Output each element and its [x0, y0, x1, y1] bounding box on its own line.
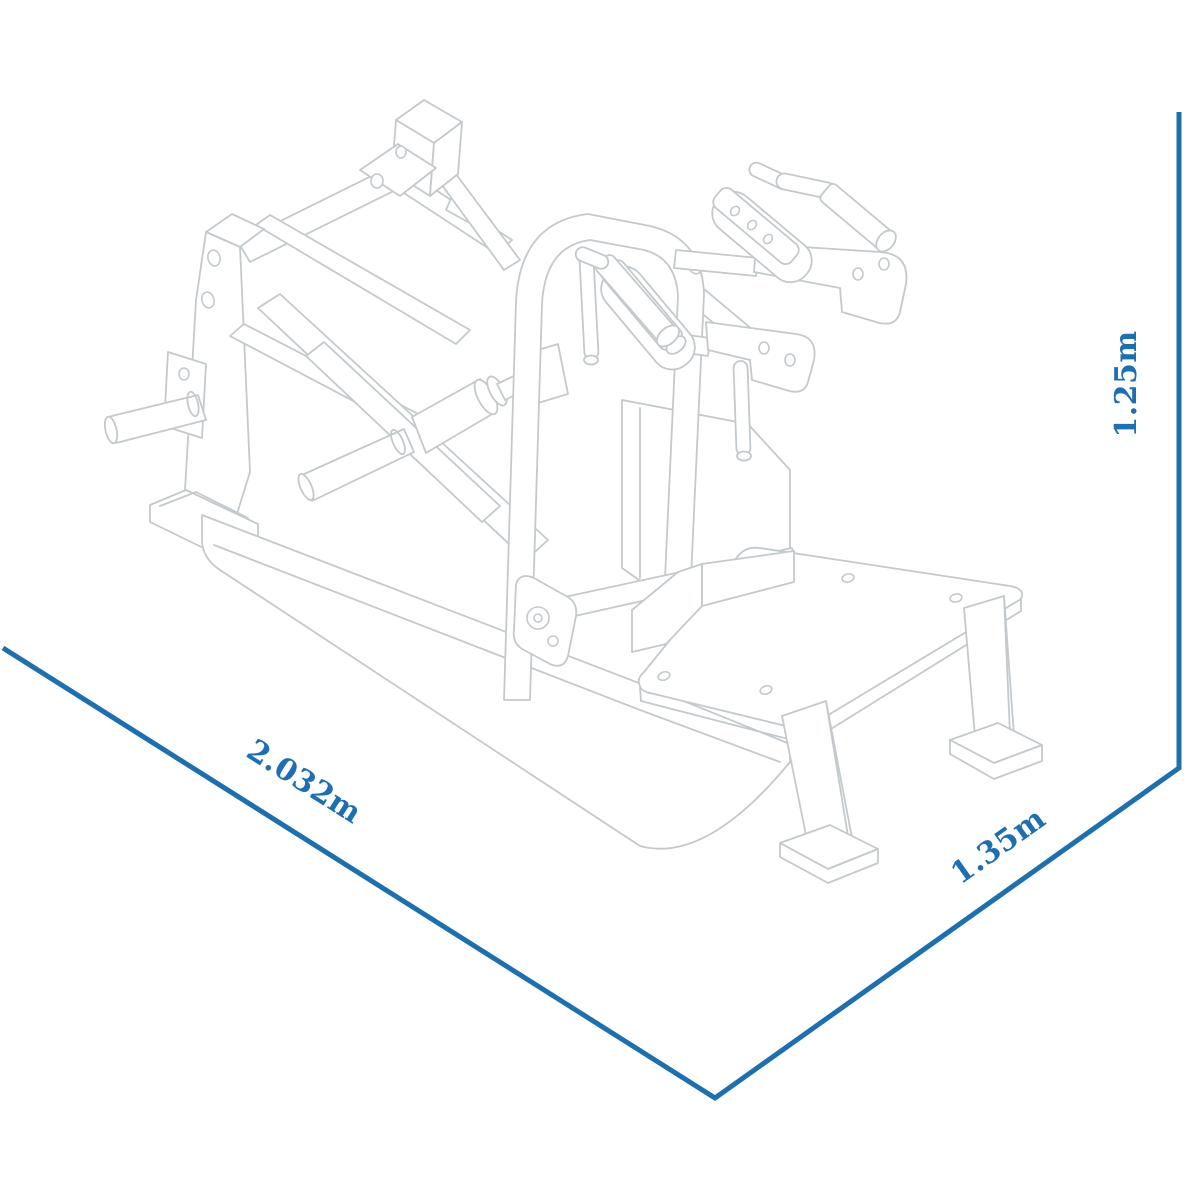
- machine-drawing: [103, 99, 1043, 884]
- foot-platform: [631, 546, 1043, 884]
- far-plate-bolt-2: [852, 267, 864, 281]
- far-bar-drop-tube: [732, 360, 752, 456]
- rear-beam-2: [255, 214, 471, 345]
- dimension-label-height: 1.25m: [1109, 330, 1144, 437]
- base-skid-plate: [201, 514, 791, 850]
- pivot-bar-collar: [655, 324, 681, 348]
- diagonal-rails: [229, 293, 549, 561]
- post-hole-2: [201, 291, 215, 309]
- far-plate-bolt-3: [878, 257, 890, 271]
- far-bar-drop-cap: [736, 450, 752, 462]
- kick-plate-right-face: [701, 550, 795, 607]
- bracket-bolt: [370, 173, 384, 189]
- bracket-bolt-2: [395, 145, 407, 159]
- far-handle-cap: [875, 229, 897, 253]
- right-leg-edge: [1003, 595, 1011, 735]
- pivot-bolt-inner: [533, 613, 543, 623]
- block-right-face: [429, 121, 463, 197]
- near-plate-bolt-1: [758, 341, 770, 355]
- front-foot-body: [779, 842, 879, 884]
- peg-plate-bolt-1: [178, 367, 190, 381]
- main-cylinder-assembly: [411, 343, 569, 454]
- weight-peg-left-collar: [186, 390, 200, 418]
- base-skid-top-edge: [213, 544, 781, 763]
- block-bracket: [359, 143, 437, 197]
- post-foot-rim: [159, 491, 249, 519]
- dimension-label-depth: 1.35m: [945, 801, 1053, 892]
- near-handle-cap: [583, 354, 599, 366]
- left-upright-post: [103, 213, 265, 557]
- rear-post-block: [359, 99, 463, 197]
- weight-peg-left-cap: [103, 415, 119, 445]
- weight-peg-center: [301, 428, 415, 502]
- pivot-bolt-2: [547, 635, 559, 647]
- dimension-label-length: 2.032m: [240, 733, 367, 831]
- weight-peg-center-cap: [297, 473, 315, 501]
- platform-bolt-holes: [657, 573, 963, 696]
- weight-horn-center: [297, 428, 415, 502]
- front-leg-edge: [825, 700, 849, 837]
- weight-peg-center-collar: [390, 429, 406, 455]
- near-plate-bolt-2: [784, 353, 796, 367]
- pivot-bar-grip-elbow: [574, 246, 610, 270]
- pivot-bar-assembly: [574, 246, 681, 348]
- far-shoulder-pad-assembly: [711, 161, 897, 284]
- dimension-lines: [1, 112, 1182, 1102]
- right-foot-body: [949, 739, 1043, 780]
- near-arm-plate: [705, 321, 816, 393]
- post-hole-1: [207, 249, 221, 267]
- arm-beam-far: [673, 249, 759, 277]
